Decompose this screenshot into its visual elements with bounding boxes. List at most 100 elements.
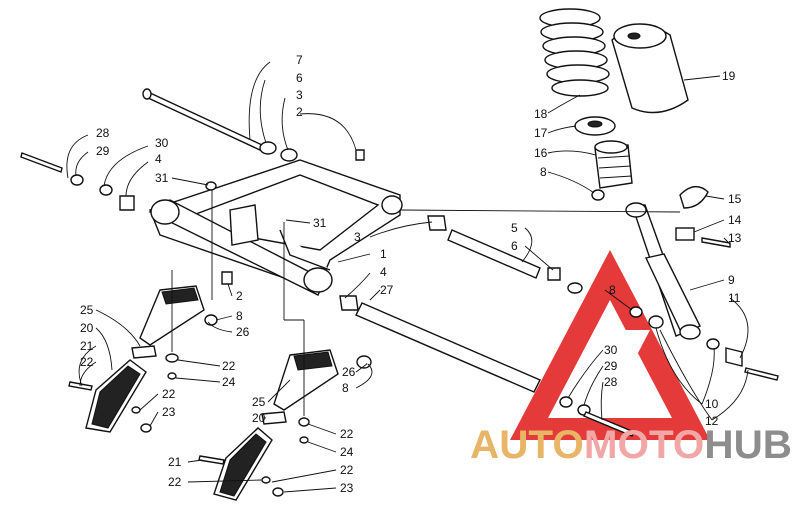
coil-spring <box>539 8 610 97</box>
callout-29: 29 <box>96 144 110 158</box>
callout-31: 31 <box>155 171 169 185</box>
axle-rod-5 <box>447 229 541 279</box>
axle-rod-27 <box>355 302 541 393</box>
callout-7: 7 <box>296 53 303 67</box>
callout-labels: 7 6 3 2 28 29 30 4 31 31 3 1 4 27 5 6 18… <box>80 53 742 495</box>
leader-lines <box>66 61 749 493</box>
callout-28: 28 <box>96 126 110 140</box>
grease-fitting-2b <box>221 271 233 285</box>
washer-6-right <box>547 267 561 281</box>
callout-24: 24 <box>222 375 236 389</box>
callout-3: 3 <box>354 230 361 244</box>
callout-25: 25 <box>252 395 266 409</box>
callout-15: 15 <box>728 192 742 206</box>
nut-26-right <box>356 355 372 369</box>
callout-23: 23 <box>340 481 354 495</box>
swing-arm-frame <box>148 159 403 296</box>
shock-boot-cover <box>611 23 689 114</box>
callout-19: 19 <box>722 69 736 83</box>
bushing-4-left <box>119 195 135 211</box>
callout-4: 4 <box>155 152 162 166</box>
callout-27: 27 <box>380 283 394 297</box>
bolt-11 <box>744 367 779 381</box>
callout-18: 18 <box>534 107 548 121</box>
callout-6: 6 <box>511 239 518 253</box>
watermark-text: AUTOMOTOHUB <box>470 423 792 467</box>
callout-22: 22 <box>222 359 236 373</box>
screw-21-b <box>198 455 225 465</box>
callout-10: 10 <box>705 397 719 411</box>
callout-4: 4 <box>380 265 387 279</box>
screw-21 <box>68 381 93 391</box>
washer-22-b <box>131 406 141 414</box>
callout-31: 31 <box>313 216 327 230</box>
callout-22: 22 <box>168 475 182 489</box>
callout-9: 9 <box>728 273 735 287</box>
callout-22: 22 <box>162 387 176 401</box>
callout-8: 8 <box>609 283 616 297</box>
callout-28: 28 <box>604 375 618 389</box>
watermark-hub: HUB <box>704 423 792 467</box>
callout-17: 17 <box>534 126 548 140</box>
callout-21: 21 <box>168 455 182 469</box>
nut-3 <box>280 148 298 162</box>
screw-24-b <box>299 436 309 444</box>
callout-8: 8 <box>540 165 547 179</box>
callout-30: 30 <box>604 343 618 357</box>
callout-22: 22 <box>80 355 94 369</box>
callout-2: 2 <box>236 289 243 303</box>
bump-stop <box>594 140 633 189</box>
bushing-4-right <box>339 295 359 311</box>
callout-11: 11 <box>728 291 741 305</box>
callout-21: 21 <box>80 339 94 353</box>
callout-8: 8 <box>342 381 349 395</box>
callout-20: 20 <box>80 321 94 335</box>
alignment-lines <box>171 190 681 416</box>
watermark-moto: MOTO <box>584 423 705 467</box>
callout-22: 22 <box>340 463 354 477</box>
callout-25: 25 <box>80 303 94 317</box>
bolt-13 <box>701 237 731 248</box>
washer-12 <box>706 338 720 350</box>
bolt-28-left <box>20 152 63 173</box>
washer-30-right <box>559 396 573 408</box>
bushing <box>679 186 709 209</box>
grease-fitting-2 <box>355 149 365 161</box>
callout-5: 5 <box>511 221 518 235</box>
callout-6: 6 <box>296 71 303 85</box>
nut-8-top <box>591 189 605 201</box>
callout-1: 1 <box>380 247 387 261</box>
callout-3: 3 <box>296 88 303 102</box>
nut-8-shock <box>629 306 643 318</box>
spacer <box>675 227 695 241</box>
plug-31 <box>205 181 217 191</box>
nut-8-right <box>567 282 583 294</box>
callout-8: 8 <box>236 309 243 323</box>
watermark-logo-icon <box>510 250 710 440</box>
callout-16: 16 <box>534 146 548 160</box>
washer-22-c <box>298 417 310 427</box>
nut-23 <box>140 423 152 433</box>
callout-2: 2 <box>296 105 303 119</box>
spacer-11 <box>725 347 743 367</box>
callout-29: 29 <box>604 359 618 373</box>
washer-22 <box>165 353 179 363</box>
callout-20: 20 <box>252 411 266 425</box>
watermark-auto: AUTO <box>470 423 584 467</box>
callout-13: 13 <box>728 231 742 245</box>
callout-26: 26 <box>342 365 356 379</box>
callout-23: 23 <box>162 405 176 419</box>
washer-6 <box>259 141 277 155</box>
callout-26: 26 <box>236 325 250 339</box>
callout-30: 30 <box>155 136 169 150</box>
nut-23-b <box>272 487 284 497</box>
spacer-30-left <box>99 184 113 196</box>
callout-12: 12 <box>705 414 719 428</box>
callout-14: 14 <box>728 213 742 227</box>
link-arm-left <box>85 285 205 433</box>
bushing-10 <box>648 315 664 329</box>
callout-22: 22 <box>340 427 354 441</box>
bushing-3-right <box>427 215 447 231</box>
